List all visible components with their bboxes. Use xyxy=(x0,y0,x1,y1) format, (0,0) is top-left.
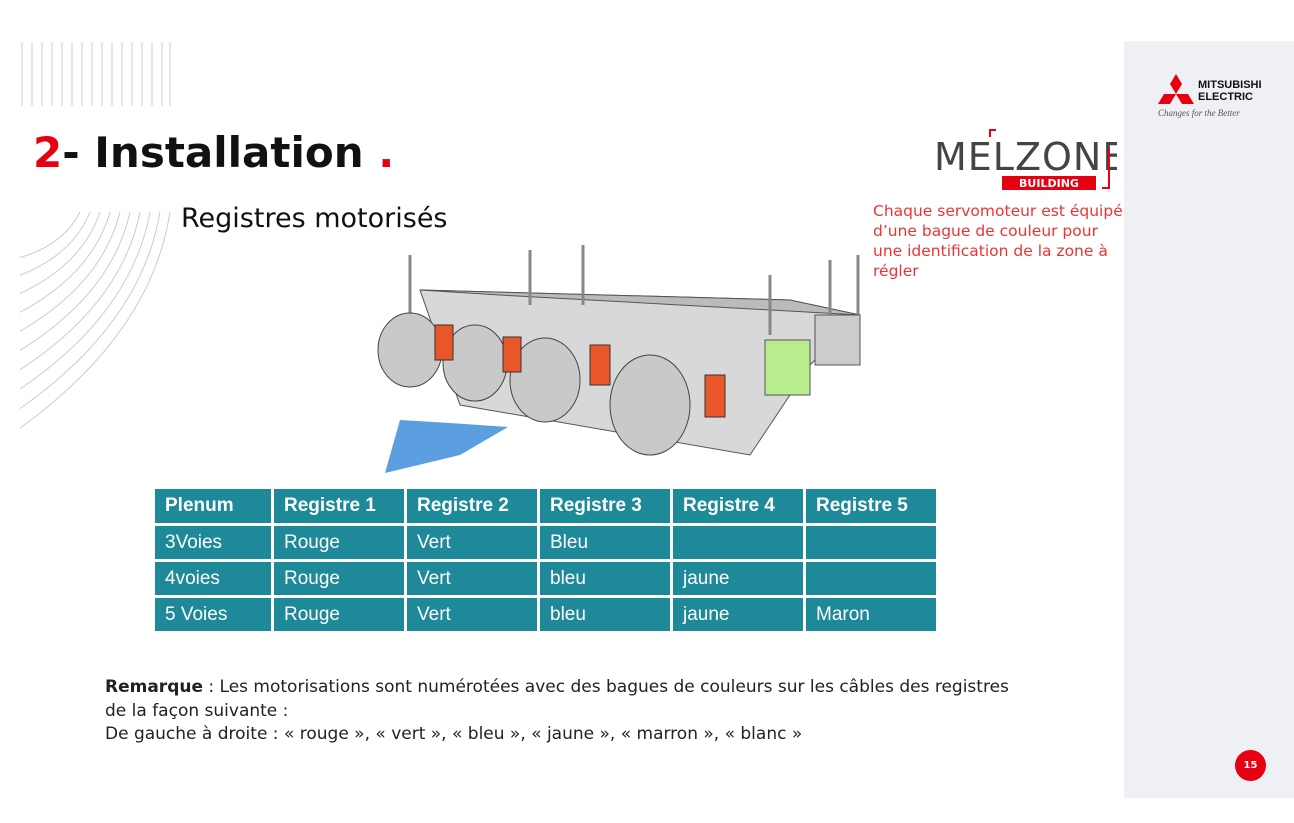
table-cell: jaune xyxy=(673,562,803,595)
page-number-badge: 15 xyxy=(1235,750,1266,781)
section-subtitle: Registres motorisés xyxy=(181,203,448,234)
table-cell: Bleu xyxy=(540,526,670,559)
decorative-lines xyxy=(20,42,171,429)
table-cell: 5 Voies xyxy=(155,598,271,631)
table-cell: bleu xyxy=(540,598,670,631)
table-cell: Vert xyxy=(407,562,537,595)
header-cell: Registre 2 xyxy=(407,489,537,523)
remark-line: De gauche à droite : « rouge », « vert »… xyxy=(105,724,803,744)
table-cell: jaune xyxy=(673,598,803,631)
svg-text:Changes for the Better: Changes for the Better xyxy=(1158,108,1240,118)
motorized-dampers-illustration xyxy=(377,245,862,473)
table-cell: Maron xyxy=(806,598,936,631)
header-cell: Registre 4 xyxy=(673,489,803,523)
header-cell: Registre 1 xyxy=(274,489,404,523)
table-cell: Vert xyxy=(407,598,537,631)
table-cell: Rouge xyxy=(274,598,404,631)
table-cell: 4voies xyxy=(155,562,271,595)
table-cell xyxy=(806,526,936,559)
svg-text:MELZONE: MELZONE xyxy=(934,135,1117,179)
remark-label: Remarque xyxy=(105,677,203,697)
table-cell: 3Voies xyxy=(155,526,271,559)
header-cell: Registre 5 xyxy=(806,489,936,523)
table-cell xyxy=(673,526,803,559)
table-cell: Rouge xyxy=(274,562,404,595)
table-header-row: Plenum Registre 1 Registre 2 Registre 3 … xyxy=(155,489,936,523)
table-cell xyxy=(806,562,936,595)
header-cell: Plenum xyxy=(155,489,271,523)
svg-text:BUILDING: BUILDING xyxy=(1019,177,1079,190)
remark-text: Remarque : Les motorisations sont numéro… xyxy=(105,676,1009,747)
table-cell: bleu xyxy=(540,562,670,595)
damper-color-table: Plenum Registre 1 Registre 2 Registre 3 … xyxy=(152,486,939,634)
remark-line: : Les motorisations sont numérotées avec… xyxy=(203,677,1009,697)
svg-text:ELECTRIC: ELECTRIC xyxy=(1198,91,1253,103)
header-cell: Registre 3 xyxy=(540,489,670,523)
table-cell: Rouge xyxy=(274,526,404,559)
page-title: 2- Installation . xyxy=(33,128,395,177)
mitsubishi-electric-logo: MITSUBISHI ELECTRIC Changes for the Bett… xyxy=(1158,74,1262,118)
svg-text:MITSUBISHI: MITSUBISHI xyxy=(1198,79,1262,91)
melzone-building-logo: MELZONE BUILDING xyxy=(934,129,1117,190)
servomotor-note: Chaque servomoteur est équipé d’une bagu… xyxy=(873,202,1123,280)
table-cell: Vert xyxy=(407,526,537,559)
remark-line: de la façon suivante : xyxy=(105,700,289,721)
side-panel xyxy=(1124,41,1294,798)
